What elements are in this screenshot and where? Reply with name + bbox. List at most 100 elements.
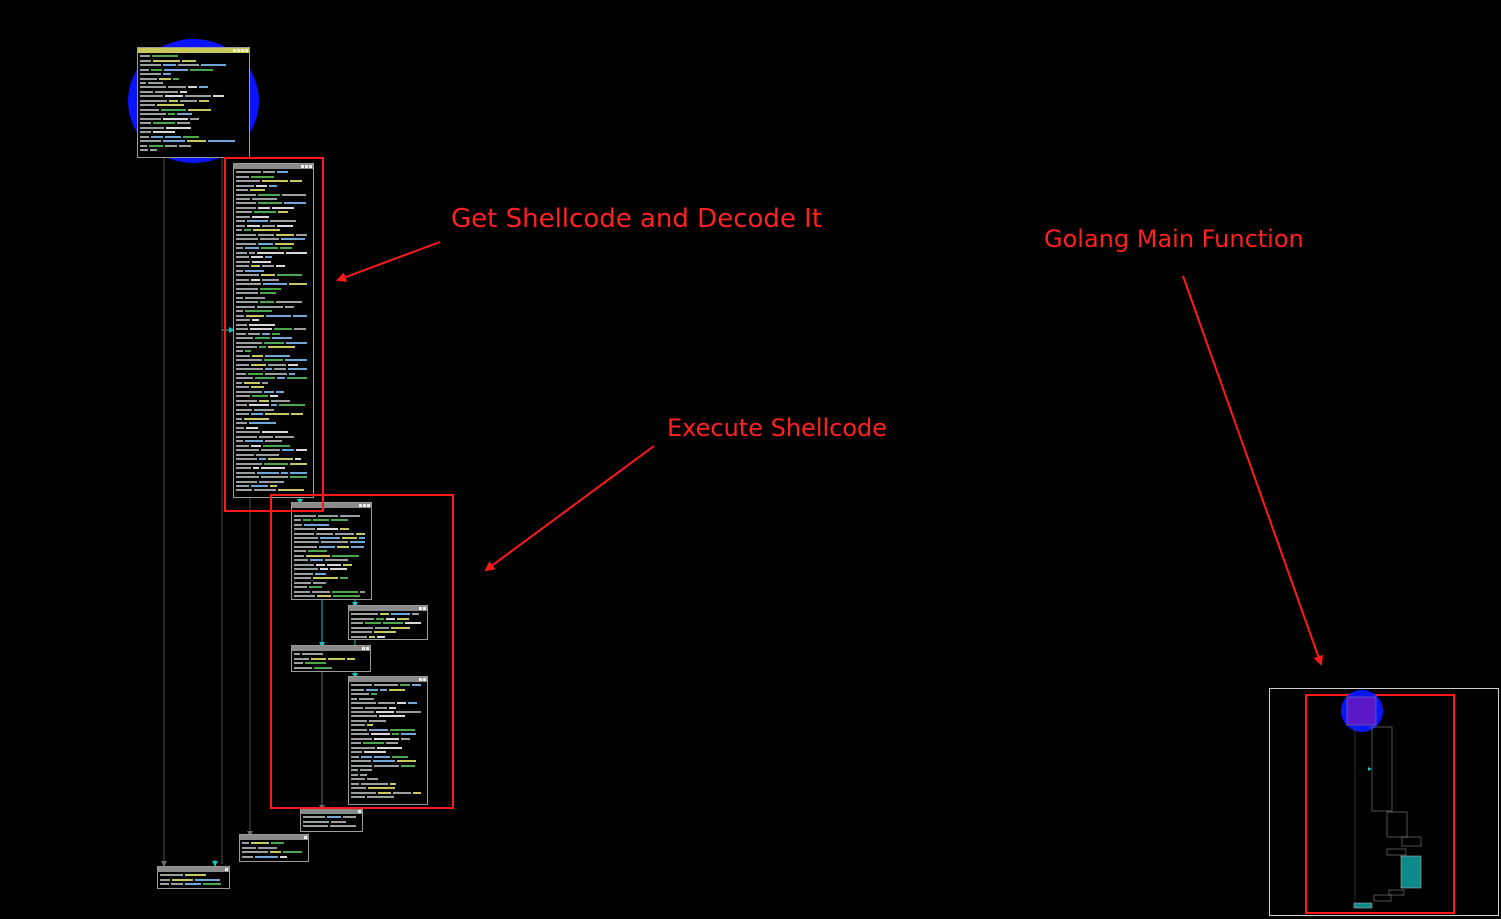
disasm-line bbox=[160, 882, 227, 886]
graph-node-branch-left[interactable] bbox=[291, 645, 371, 672]
disasm-line bbox=[351, 791, 425, 795]
disasm-line bbox=[140, 81, 247, 85]
disasm-line bbox=[236, 170, 311, 174]
disasm-line bbox=[294, 665, 368, 669]
disasm-line bbox=[236, 470, 311, 474]
disasm-line bbox=[236, 210, 311, 214]
disasm-line bbox=[351, 634, 425, 638]
disasm-line bbox=[236, 358, 311, 362]
disasm-line bbox=[140, 76, 247, 80]
disasm-line bbox=[351, 621, 425, 625]
edit-icon[interactable] bbox=[233, 49, 236, 52]
disasm-line bbox=[351, 616, 425, 620]
disasm-line bbox=[236, 251, 311, 255]
edit-icon[interactable] bbox=[419, 607, 422, 610]
disasm-line bbox=[294, 518, 369, 522]
close-icon[interactable] bbox=[367, 504, 370, 507]
disasm-line bbox=[236, 412, 311, 416]
disasm-line bbox=[294, 572, 369, 576]
graph-node-main-entry[interactable] bbox=[137, 47, 250, 158]
disasm-line bbox=[236, 260, 311, 264]
disasm-line bbox=[140, 121, 247, 125]
disasm-line bbox=[140, 54, 247, 58]
disasm-line bbox=[294, 661, 368, 665]
close-icon[interactable] bbox=[309, 165, 312, 168]
disasm-line bbox=[236, 314, 311, 318]
disasm-line bbox=[236, 439, 311, 443]
graph-node-syscall[interactable] bbox=[348, 676, 428, 805]
close-icon[interactable] bbox=[358, 810, 361, 813]
disasm-line bbox=[236, 453, 311, 457]
disasm-line bbox=[236, 305, 311, 309]
disasm-line bbox=[351, 755, 425, 759]
disasm-line bbox=[236, 287, 311, 291]
annotation-golang-main: Golang Main Function bbox=[1044, 225, 1304, 253]
edit-icon[interactable] bbox=[301, 165, 304, 168]
disasm-line bbox=[351, 786, 425, 790]
disasm-line bbox=[294, 594, 369, 598]
disasm-line bbox=[236, 291, 311, 295]
disasm-line bbox=[351, 795, 425, 799]
disasm-line bbox=[236, 403, 311, 407]
disasm-line bbox=[351, 701, 425, 705]
disasm-line bbox=[294, 545, 369, 549]
disasm-line bbox=[236, 475, 311, 479]
close-icon[interactable] bbox=[366, 647, 369, 650]
disasm-line bbox=[236, 309, 311, 313]
disasm-line bbox=[294, 581, 369, 585]
close-icon[interactable] bbox=[423, 607, 426, 610]
disasm-line bbox=[140, 90, 247, 94]
disasm-line bbox=[236, 340, 311, 344]
disasm-line bbox=[236, 417, 311, 421]
close-icon[interactable] bbox=[245, 49, 248, 52]
edit-icon[interactable] bbox=[419, 678, 422, 681]
disasm-line bbox=[140, 85, 247, 89]
edit-icon[interactable] bbox=[359, 504, 362, 507]
disasm-line bbox=[160, 877, 227, 881]
edit-icon[interactable] bbox=[362, 647, 365, 650]
disasm-line bbox=[351, 782, 425, 786]
disasm-line bbox=[236, 322, 311, 326]
disasm-line bbox=[140, 144, 247, 148]
disasm-line bbox=[294, 585, 369, 589]
disasm-line bbox=[351, 773, 425, 777]
graph-node-decode-shellcode[interactable] bbox=[233, 163, 314, 498]
disasm-line bbox=[236, 318, 311, 322]
graph-node-panic-index[interactable] bbox=[300, 808, 363, 832]
disasm-line bbox=[236, 390, 311, 394]
disasm-line bbox=[236, 242, 311, 246]
graph-node-morestack[interactable] bbox=[157, 866, 230, 889]
edge-to-panic bbox=[212, 495, 325, 867]
disasm-line bbox=[351, 630, 425, 634]
disasm-line bbox=[140, 67, 247, 71]
edge-entry-to-decode bbox=[221, 157, 235, 864]
graph-node-panic-slice[interactable] bbox=[239, 834, 309, 862]
disasm-line bbox=[236, 264, 311, 268]
graph-node-execute-shellcode[interactable] bbox=[291, 502, 372, 600]
disasm-line bbox=[236, 278, 311, 282]
disasm-line bbox=[236, 479, 311, 483]
disasm-line bbox=[236, 444, 311, 448]
graph-node-branch-right[interactable] bbox=[348, 605, 428, 640]
decode-annotation-box bbox=[224, 157, 324, 512]
copy-icon[interactable] bbox=[363, 504, 366, 507]
snapshot-icon[interactable] bbox=[241, 49, 244, 52]
copy-icon[interactable] bbox=[305, 165, 308, 168]
close-icon[interactable] bbox=[423, 678, 426, 681]
disasm-line bbox=[303, 824, 360, 828]
disasm-line bbox=[351, 687, 425, 691]
disasm-line bbox=[140, 99, 247, 103]
disasm-line bbox=[140, 108, 247, 112]
disasm-line bbox=[351, 719, 425, 723]
disasm-line bbox=[294, 540, 369, 544]
graph-overview-minimap[interactable] bbox=[1269, 688, 1499, 916]
disasm-line bbox=[236, 206, 311, 210]
disasm-line bbox=[236, 215, 311, 219]
disasm-line bbox=[236, 385, 311, 389]
disasm-line bbox=[236, 197, 311, 201]
close-icon[interactable] bbox=[225, 868, 228, 871]
close-icon[interactable] bbox=[304, 836, 307, 839]
disasm-line bbox=[236, 488, 311, 492]
copy-icon[interactable] bbox=[237, 49, 240, 52]
